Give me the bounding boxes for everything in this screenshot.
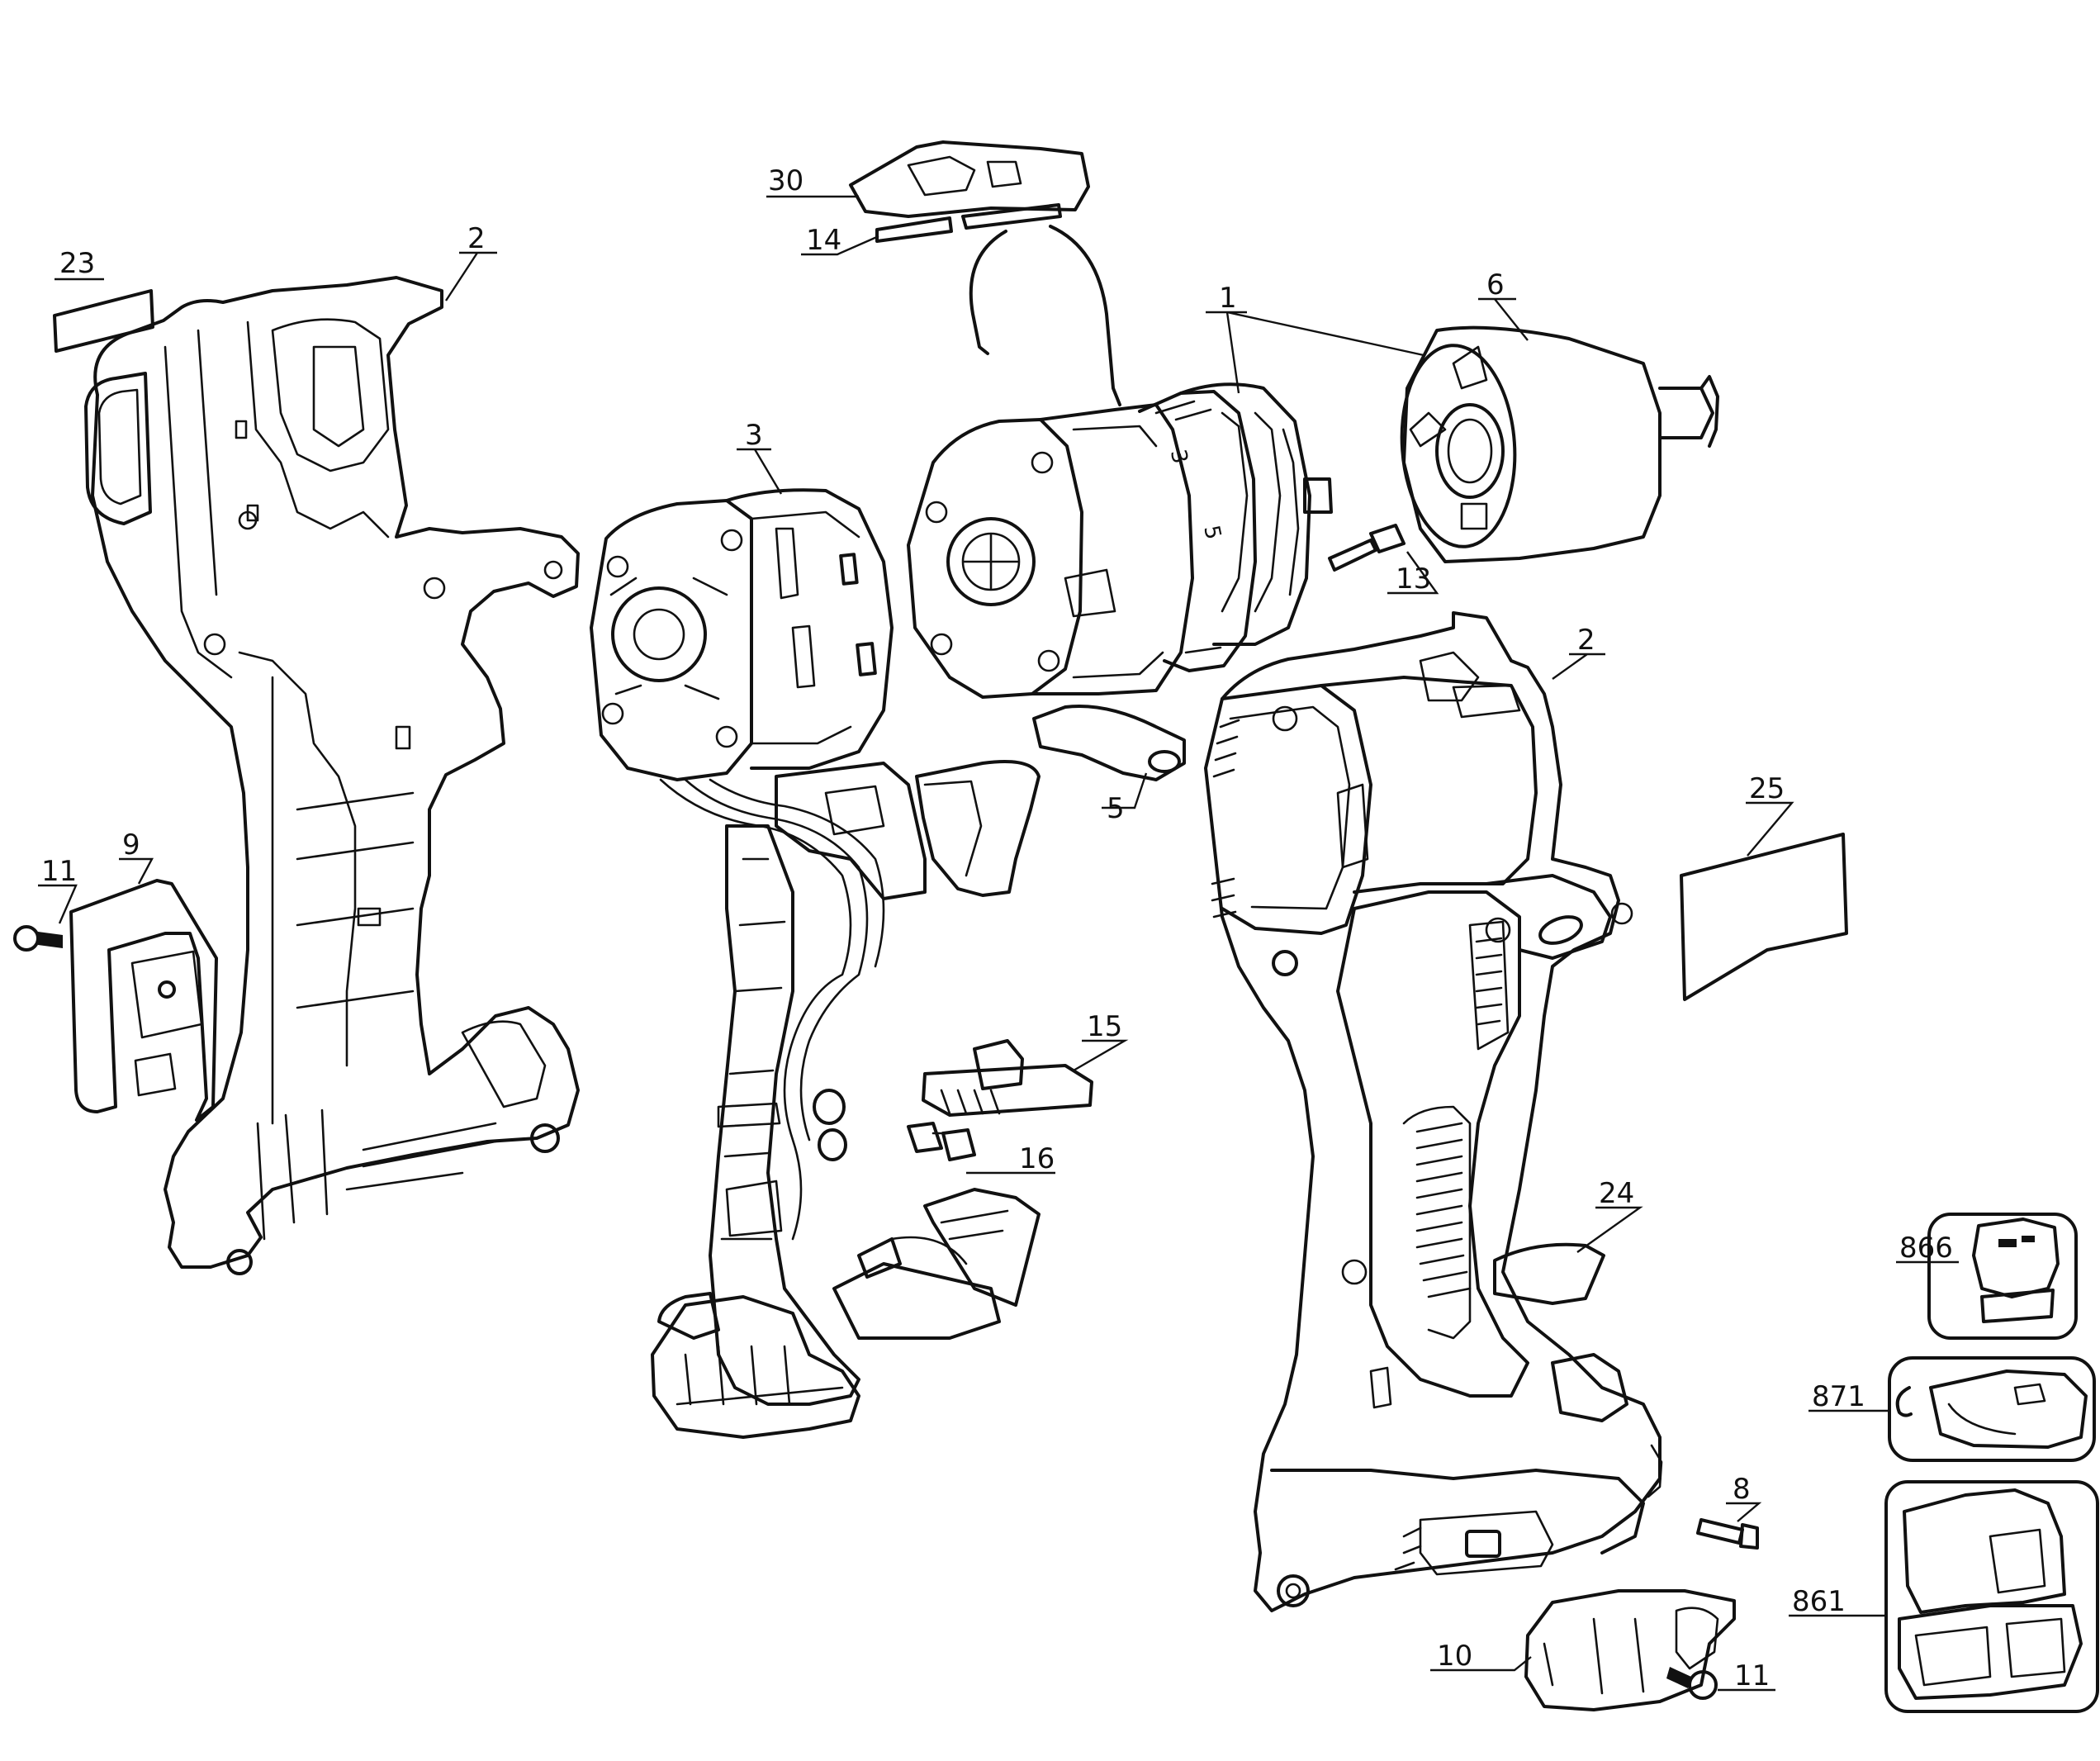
callout-13: 13: [1396, 562, 1431, 596]
callout-3: 3: [745, 419, 763, 452]
dial-mark-3: 3: [1165, 448, 1192, 466]
part-24-badge: [1493, 1242, 1605, 1305]
callout-24: 24: [1599, 1177, 1634, 1210]
callout-30: 30: [768, 164, 803, 197]
callout-16: 16: [1019, 1142, 1055, 1175]
callout-861: 861: [1792, 1585, 1846, 1618]
part-2-housing-right: [1204, 611, 1663, 1612]
part-3-motor-assembly: [590, 488, 1041, 1439]
callout-1: 1: [1219, 282, 1237, 315]
callout-866: 866: [1899, 1232, 1953, 1265]
callout-6: 6: [1486, 268, 1505, 301]
callout-15: 15: [1087, 1010, 1122, 1043]
callout-23: 23: [59, 247, 95, 280]
part-5-ribbon: [1032, 705, 1186, 781]
callout-8: 8: [1733, 1473, 1751, 1506]
part-14-spring: [875, 203, 1121, 406]
part-11-screw-right: [1666, 1667, 1718, 1700]
dial-mark-5: 5: [1198, 524, 1225, 542]
part-15-switch-plate: [922, 1039, 1093, 1117]
part-6-chuck: [1400, 325, 1719, 563]
callout-2-right: 2: [1577, 624, 1595, 657]
callout-2-left: 2: [467, 222, 486, 255]
part-9-belt-clip: [69, 879, 218, 1122]
part-2-housing-left: [84, 276, 580, 1275]
part-871-charger: [1888, 1356, 2096, 1462]
part-16-contact-clip: [907, 1122, 976, 1161]
callout-5: 5: [1107, 792, 1125, 825]
callout-10: 10: [1437, 1640, 1472, 1673]
part-8-pin: [1696, 1518, 1759, 1550]
part-13-pin: [1328, 524, 1406, 572]
part-11-screw-left: [13, 925, 63, 952]
clutch-dial-markings: 3 5: [1165, 448, 1225, 542]
callout-9: 9: [122, 828, 140, 862]
part-30-switch-cap: [849, 140, 1090, 218]
callout-871: 871: [1812, 1380, 1865, 1413]
part-25-label-sheet: [1680, 833, 1848, 1001]
leader-lines: [38, 195, 1959, 1692]
part-866-battery-pack: [1927, 1213, 2078, 1340]
callout-11-right: 11: [1734, 1659, 1770, 1692]
callout-labels: 23 2 30 14 1 6 3 13 5 2 25 11 9 15 16 24…: [41, 164, 1953, 1692]
part-861-storage-case: [1884, 1480, 2099, 1713]
callout-25: 25: [1749, 772, 1785, 805]
callout-14: 14: [806, 224, 841, 257]
callout-11-left: 11: [41, 855, 77, 888]
part-10-base-cover: [1524, 1589, 1736, 1711]
part-23-label-plate: [53, 289, 154, 353]
part-1-gearbox: [907, 382, 1333, 699]
